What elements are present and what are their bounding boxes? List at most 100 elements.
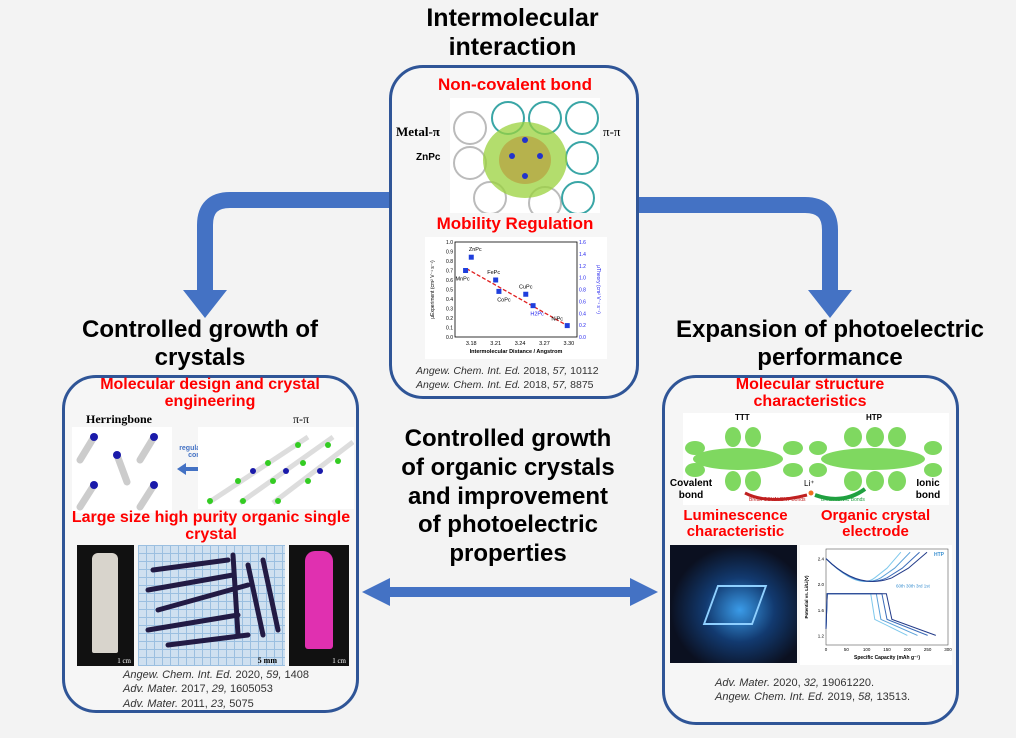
reference: Angew. Chem. Int. Ed. 2020, 59, 1408 — [123, 669, 309, 681]
scale-label: 1 cm — [117, 657, 131, 665]
data-point — [493, 277, 499, 283]
crystal-photo-white: 1 cm — [77, 545, 134, 666]
trend-line — [466, 268, 568, 327]
data-point-label: NiPc — [551, 317, 563, 323]
top-subtitle-noncovalent: Non-covalent bond — [438, 75, 592, 94]
right-references: Adv. Mater. 2020, 32, 19061220. Angew. C… — [715, 676, 910, 705]
x-tick-label: 3.18 — [466, 341, 477, 347]
left-title: Controlled growth of crystals — [82, 316, 318, 371]
data-point — [564, 323, 570, 329]
left-references: Angew. Chem. Int. Ed. 2020, 59, 1408 Adv… — [123, 668, 309, 711]
y-right-tick-label: 1.6 — [579, 240, 586, 246]
crystal-photo-needles: 5 mm — [138, 545, 285, 666]
label-pi-pi-left: π-π — [293, 412, 310, 426]
x-tick-label: 3.24 — [515, 341, 526, 347]
crystal-photo-pink: 1 cm — [289, 545, 349, 666]
x-tick-label: 3.21 — [490, 341, 501, 347]
y-right-tick-label: 1.2 — [579, 264, 586, 270]
top-subtitle-mobility: Mobility Regulation — [436, 214, 594, 233]
top-title: Intermolecular interaction — [426, 4, 599, 61]
right-subtitle-molecular-structure: Molecular structure characteristics — [735, 376, 885, 411]
y-tick-label: 1.6 — [818, 608, 825, 613]
label-li: Li⁺ — [804, 479, 815, 488]
y-tick-label: 0.7 — [446, 269, 453, 275]
y-tick-label: 0.0 — [446, 335, 453, 341]
pi-stacking-image — [198, 427, 354, 509]
y-right-tick-label: 0.0 — [579, 335, 586, 341]
discharge-curve — [825, 593, 908, 636]
right-subtitle-luminescence: Luminescence characteristic — [683, 507, 788, 541]
x-axis-label: Intermolecular Distance / Angstrom — [470, 349, 563, 355]
left-subtitle-molecular-design: Molecular design and crystal engineering — [100, 376, 320, 411]
y-tick-label: 2.4 — [818, 557, 825, 562]
data-point-label: MnPc — [456, 277, 470, 283]
summary-line: Controlled growth — [404, 425, 612, 452]
y-right-tick-label: 1.0 — [579, 276, 586, 282]
arrow-top-to-right — [638, 197, 838, 292]
discharge-curve — [825, 593, 928, 636]
chart-tag: HTP — [934, 552, 945, 558]
y-tick-label: 0.5 — [446, 288, 453, 294]
x-tick-label: 0 — [825, 647, 828, 652]
reference: Angew. Chem. Int. Ed. 2019, 58, 13513. — [715, 691, 911, 704]
top-references: Angew. Chem. Int. Ed. 2018, 57, 10112 An… — [416, 365, 599, 392]
herringbone-image — [72, 427, 172, 513]
data-point — [463, 268, 469, 273]
x-axis-label: Specific Capacity (mAh g⁻¹) — [854, 655, 920, 661]
data-point-label: H2Pc — [530, 312, 544, 318]
charge-curve — [825, 551, 928, 582]
x-tick-label: 50 — [844, 647, 850, 652]
y-right-tick-label: 0.2 — [579, 323, 586, 329]
x-tick-label: 200 — [904, 647, 912, 652]
double-arrow-head-right — [630, 578, 658, 606]
y-tick-label: 0.1 — [446, 326, 453, 332]
x-tick-label: 3.27 — [539, 341, 550, 347]
arrow-head-right — [808, 290, 852, 318]
label-covalent-bond: Covalent bond — [669, 478, 713, 501]
data-point-label: ZnPc — [469, 247, 482, 253]
legend: 60th 30th 3rd 1st — [896, 583, 931, 588]
scale-label: 5 mm — [257, 656, 277, 665]
label-znpc: ZnPc — [416, 152, 441, 163]
data-point-label: CoPc — [497, 297, 511, 303]
y-tick-label: 1.2 — [818, 633, 825, 638]
data-point-label: CuPc — [519, 284, 533, 290]
reference: Angew. Chem. Int. Ed. 2018, 57, 8875 — [416, 378, 594, 391]
luminescence-photo — [670, 545, 797, 663]
scale-label: 1 cm — [332, 657, 346, 665]
left-subtitle-large-size: Large size high purity organic single cr… — [71, 509, 351, 544]
noncovalent-structure-image — [450, 98, 600, 213]
y-right-tick-label: 0.6 — [579, 299, 586, 305]
y-right-tick-label: 0.8 — [579, 288, 586, 294]
x-tick-label: 250 — [924, 647, 932, 652]
x-tick-label: 150 — [883, 647, 891, 652]
y-tick-label: 2.0 — [818, 582, 825, 587]
x-tick-label: 100 — [863, 647, 871, 652]
plot-frame — [825, 548, 949, 646]
reference: Adv. Mater. 2011, 23, 5075 — [123, 697, 254, 710]
y-axis-label-left: μExperiment (cm² V⁻¹ s⁻¹) — [430, 260, 436, 319]
y-tick-label: 1.0 — [446, 240, 453, 246]
label-break-ionic: Break IONIC Bonds — [821, 497, 865, 503]
data-point — [496, 288, 502, 294]
summary-line: properties — [449, 540, 567, 568]
y-tick-label: 0.2 — [446, 316, 453, 322]
center-summary: Controlled growth of organic crystals an… — [362, 425, 654, 569]
label-herringbone: Herringbone — [86, 412, 152, 426]
legend-background — [894, 582, 946, 590]
summary-line: of photoelectric — [417, 511, 598, 539]
plot-frame — [454, 241, 578, 338]
label-pi-pi-top: π-π — [603, 124, 621, 139]
data-point-label: FePc — [487, 270, 500, 276]
reference: Adv. Mater. 2020, 32, 19061220. — [715, 677, 875, 689]
y-tick-label: 0.3 — [446, 307, 453, 313]
molecular-structure-image: TTT HTP Li⁺ Break COVALENT Bonds Break I… — [683, 413, 949, 505]
arrow-top-to-left — [197, 192, 392, 292]
y-tick-label: 0.9 — [446, 250, 453, 256]
reference: Angew. Chem. Int. Ed. 2018, 57, 10112 — [416, 365, 599, 377]
data-point — [530, 303, 536, 309]
data-point — [523, 291, 529, 297]
